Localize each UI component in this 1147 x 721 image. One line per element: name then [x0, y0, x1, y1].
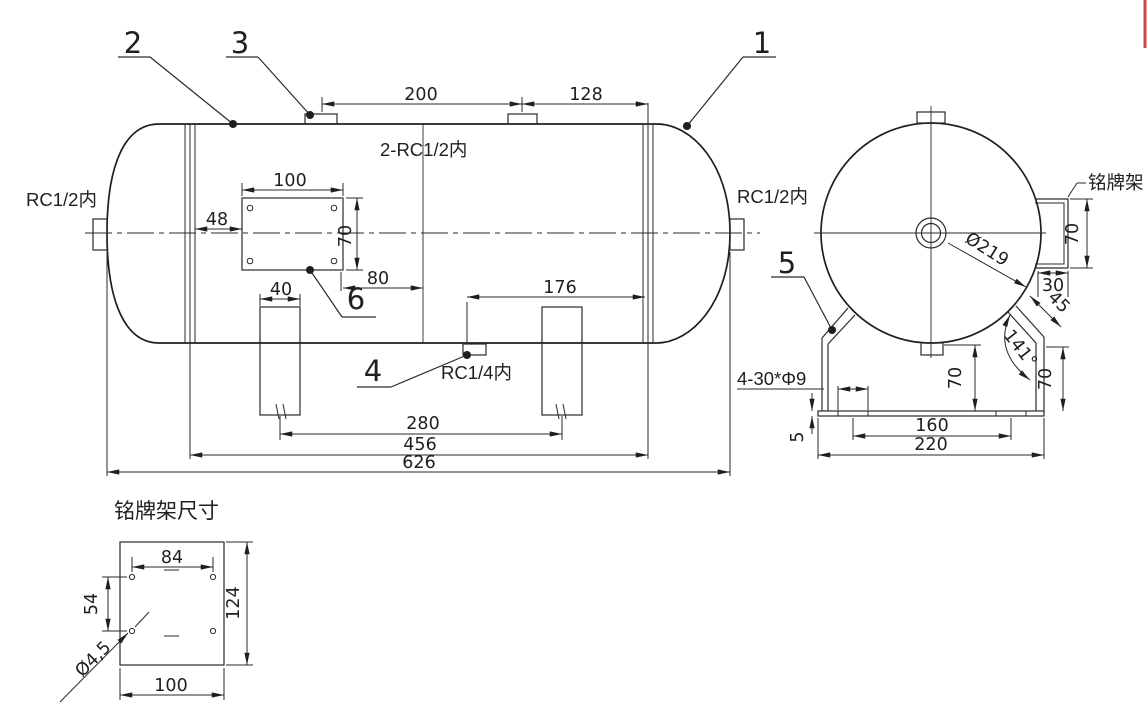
dim-bracket-depth-30: 30: [1042, 276, 1064, 296]
weld-seam-right: [642, 103, 654, 343]
front-view-dimensions: [106, 97, 731, 476]
dim-height-center-70: 70: [946, 367, 966, 389]
dim-drain-to-seam-176: 176: [543, 278, 576, 298]
base-plate: [817, 410, 1045, 417]
item-label-5: 5: [778, 246, 796, 280]
dim-bend-angle-141: 141°: [999, 326, 1041, 372]
weld-seam-left: [184, 124, 196, 343]
item-label-6: 6: [347, 282, 365, 316]
dim-base-width-220: 220: [914, 435, 947, 455]
dim-slot-spacing-160: 160: [915, 416, 948, 436]
dim-top-span-128: 128: [569, 85, 602, 105]
item-leaders-front: [118, 56, 776, 388]
top-nozzle-left: [304, 113, 338, 125]
side-leg-left: [821, 307, 856, 411]
support-leg-left: [259, 306, 301, 420]
bottom-drain-nozzle: [462, 343, 487, 356]
nameplate-detail-holes: [128, 569, 217, 637]
dim-bracket-height-70: 70: [1063, 223, 1083, 245]
center-port: [915, 217, 947, 249]
port-right-label: RC1/2内: [737, 186, 808, 207]
dim-leg-spacing-280: 280: [406, 414, 439, 434]
dim-hole-diameter: Ø4,5: [72, 638, 116, 682]
nameplate-detail-dimensions: [59, 541, 253, 703]
item-label-1: 1: [753, 26, 771, 60]
dim-plate-width-100: 100: [273, 171, 306, 191]
nameplate-detail-plate: [119, 541, 225, 666]
nameplate-detail: 铭牌架尺寸: [59, 500, 253, 703]
base-slots-note: 4-30*Φ9: [737, 368, 806, 389]
nameplate-plate: [241, 197, 344, 271]
vessel-outline: [106, 123, 731, 344]
dim-plate-offset-48: 48: [206, 210, 228, 230]
dim-top-span-200: 200: [404, 85, 437, 105]
front-view: 200 128 2-RC1/2内 100 70 48 80 40 176 280…: [26, 26, 808, 476]
item-label-2: 2: [124, 26, 142, 60]
port-left-label: RC1/2内: [26, 189, 97, 210]
side-bottom-nozzle: [920, 342, 944, 356]
item-label-4: 4: [364, 354, 382, 388]
dim-overall-626: 626: [402, 453, 435, 473]
left-end-nozzle: [92, 218, 108, 251]
nameplate-bracket-label: 铭牌架: [1088, 172, 1144, 193]
dim-hole-span-84: 84: [161, 548, 183, 568]
port-bottom-label: RC1/4内: [441, 362, 512, 383]
support-leg-right: [541, 306, 583, 420]
dim-plate-height-70: 70: [336, 225, 356, 247]
side-view-dimensions: [737, 198, 1093, 459]
dim-detail-height-124: 124: [224, 586, 244, 619]
nameplate-detail-title: 铭牌架尺寸: [114, 500, 219, 523]
dim-height-right-70: 70: [1036, 368, 1056, 390]
side-view: Ø219 铭牌架 70 30 45 141° 70 70 160 220 5 4…: [737, 106, 1144, 459]
right-end-nozzle: [729, 218, 745, 251]
item-label-3: 3: [231, 26, 249, 60]
dim-leg-width-40: 40: [270, 280, 292, 300]
red-edge-marker: [1143, 0, 1147, 48]
dim-hole-span-54: 54: [82, 593, 102, 615]
nameplate-bracket: [1035, 182, 1086, 269]
dim-seam-span-456: 456: [403, 435, 436, 455]
item-leader-5: [771, 276, 836, 334]
dim-plate-to-center-80: 80: [367, 269, 389, 289]
side-top-nozzle: [916, 111, 946, 124]
dim-base-thickness-5: 5: [788, 431, 808, 442]
top-ports-note: 2-RC1/2内: [380, 139, 467, 160]
top-nozzle-right: [507, 113, 538, 125]
dim-detail-width-100: 100: [154, 676, 187, 696]
